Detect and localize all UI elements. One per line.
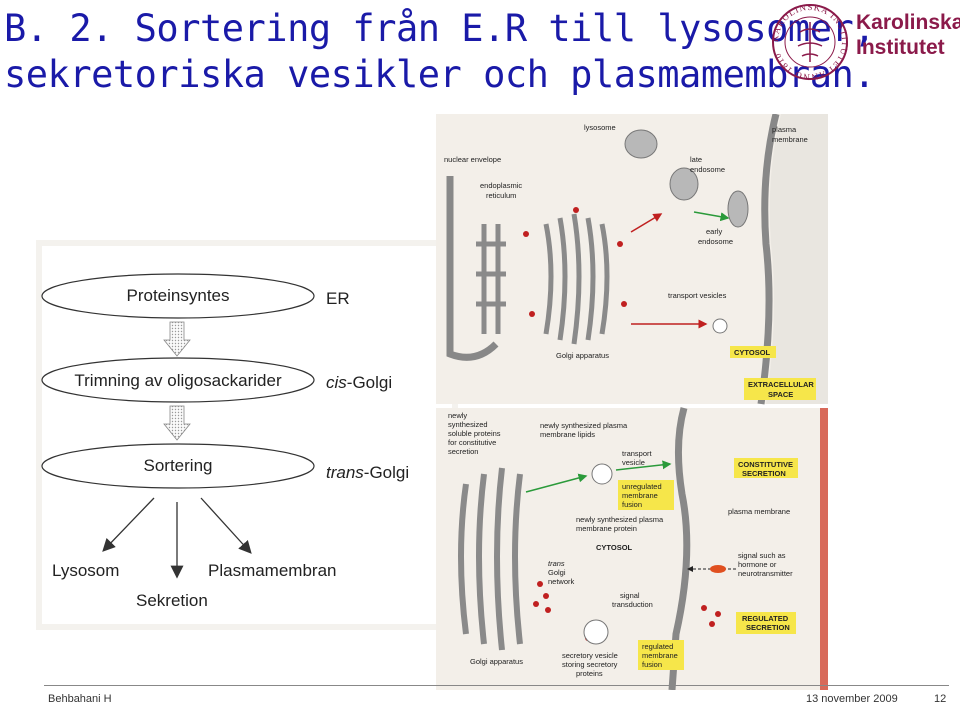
red-vesicles-top: [523, 207, 627, 317]
cell-sorting-figure: lysosome plasma membrane nuclear envelop…: [436, 114, 828, 690]
arrow-to-lysosom: [102, 497, 155, 552]
footer-divider: [44, 685, 949, 686]
slide-title-line-2: sekretoriska vesikler och plasmamembran.: [4, 53, 876, 96]
lbl-sv-1: secretory vesicle: [562, 651, 618, 660]
lbl-lipids-2: membrane lipids: [540, 430, 595, 439]
footer-author: Behbahani H: [48, 693, 112, 705]
lbl-pm-2: membrane: [772, 135, 808, 144]
lbl-late-2: endosome: [690, 165, 725, 174]
lbl-transduction-1: signal: [620, 591, 640, 600]
flow-arrow-1: [163, 321, 191, 357]
lbl-sol-4: for constitutive: [448, 438, 496, 447]
plasma-membrane-bottom: [668, 407, 691, 690]
lbl-tgn-2: Golgi: [548, 568, 566, 577]
lbl-transport-1: transport: [622, 449, 653, 458]
lbl-unreg-3: fusion: [622, 500, 642, 509]
golgi-stack-bottom: [458, 467, 523, 651]
cis-prefix: cis: [326, 373, 347, 392]
lbl-sv-3: proteins: [576, 669, 603, 678]
lbl-cytosol-bottom: CYTOSOL: [596, 543, 633, 552]
karolinska-wordmark: Karolinska Institutet: [856, 10, 960, 60]
lbl-rmf-3: fusion: [642, 660, 662, 669]
lysosome-shape: [624, 129, 658, 159]
sorting-flow-diagram: Proteinsyntes ER Trimning av oligosackar…: [41, 246, 452, 624]
lbl-early-2: endosome: [698, 237, 733, 246]
lbl-sol-2: synthesized: [448, 420, 488, 429]
lbl-sol-1: newly: [448, 411, 467, 420]
out-lysosom: Lysosom: [52, 561, 119, 580]
lbl-golgi-bottom: Golgi apparatus: [470, 657, 523, 666]
step-trans-golgi: trans-Golgi: [326, 463, 409, 482]
lbl-mp-1: newly synthesized plasma: [576, 515, 664, 524]
early-endosome-shape: [727, 190, 749, 228]
step-trimning: Trimning av oligosackarider: [74, 371, 282, 390]
lbl-extracellular-2: SPACE: [768, 390, 793, 399]
sortering-ellipse: [41, 443, 315, 489]
lbl-regulated-2: SECRETION: [746, 623, 790, 632]
lbl-pm-1: plasma: [772, 125, 797, 134]
lbl-rmf-1: regulated: [642, 642, 673, 651]
trimning-ellipse: [41, 357, 315, 403]
step-cis-golgi: cis-Golgi: [326, 373, 392, 392]
trans-prefix: trans: [326, 463, 364, 482]
lbl-transport-vesicles: transport vesicles: [668, 291, 727, 300]
lbl-transport-2: vesicle: [622, 458, 645, 467]
er-membranes: [476, 224, 506, 334]
transport-vesicle-bottom: [591, 463, 613, 485]
lbl-pm-bottom: plasma membrane: [728, 507, 790, 516]
lbl-signal-1: signal such as: [738, 551, 786, 560]
lbl-sv-2: storing secretory: [562, 660, 618, 669]
lbl-signal-3: neurotransmitter: [738, 569, 793, 578]
wordmark-line-2: Institutet: [856, 36, 945, 59]
footer-date: 13 november 2009: [806, 693, 898, 705]
lbl-unreg-2: membrane: [622, 491, 658, 500]
lbl-early-1: early: [706, 227, 723, 236]
lbl-late-1: late: [690, 155, 702, 164]
lbl-er-2: reticulum: [486, 191, 516, 200]
lbl-tgn-1: trans: [548, 559, 565, 568]
lbl-regulated-1: REGULATED: [742, 614, 789, 623]
lbl-extracellular-1: EXTRACELLULAR: [748, 380, 814, 389]
secretory-vesicle: [583, 619, 609, 645]
lbl-sol-5: secretion: [448, 447, 478, 456]
wordmark-line-1: Karolinska: [856, 11, 960, 34]
nuclear-envelope: [446, 176, 499, 361]
karolinska-seal-logo: KAROLINSKA INSTITUTET ANNO 1810: [770, 2, 849, 82]
slide-title: B. 2. Sortering från E.R till lysosomer,…: [4, 6, 876, 98]
lbl-constitutive-1: CONSTITUTIVE: [738, 460, 793, 469]
lbl-mp-2: membrane protein: [576, 524, 637, 533]
step-er-location: ER: [326, 289, 350, 308]
footer-page-number: 12: [934, 693, 947, 705]
lbl-cytosol-top: CYTOSOL: [734, 348, 771, 357]
lbl-lysosome: lysosome: [584, 123, 616, 132]
lbl-lipids-1: newly synthesized plasma: [540, 421, 628, 430]
lbl-transduction-2: transduction: [612, 600, 653, 609]
step-proteinsyntes: Proteinsyntes: [127, 286, 230, 305]
lbl-rmf-2: membrane: [642, 651, 678, 660]
arrow-to-plasmamembran: [200, 497, 252, 554]
slide-title-line-1: B. 2. Sortering från E.R till lysosomer,: [4, 7, 876, 50]
lbl-signal-2: hormone or: [738, 560, 777, 569]
trans-suffix: -Golgi: [364, 463, 409, 482]
cis-suffix: -Golgi: [347, 373, 392, 392]
lbl-sol-3: soluble proteins: [448, 429, 501, 438]
proteinsyntes-ellipse: [41, 273, 315, 319]
out-sekretion: Sekretion: [136, 591, 208, 610]
lbl-unreg-1: unregulated: [622, 482, 662, 491]
late-endosome-shape: [669, 167, 699, 201]
out-plasmamembran: Plasmamembran: [208, 561, 337, 580]
lbl-tgn-3: network: [548, 577, 575, 586]
step-sortering: Sortering: [144, 456, 213, 475]
lbl-nuclear-envelope: nuclear envelope: [444, 155, 501, 164]
lbl-er-1: endoplasmic: [480, 181, 522, 190]
transport-vesicle-top: [712, 318, 728, 334]
lbl-golgi-top: Golgi apparatus: [556, 351, 609, 360]
golgi-stack-top: [543, 213, 610, 345]
flow-arrow-2: [163, 405, 191, 441]
lbl-constitutive-2: SECRETION: [742, 469, 786, 478]
